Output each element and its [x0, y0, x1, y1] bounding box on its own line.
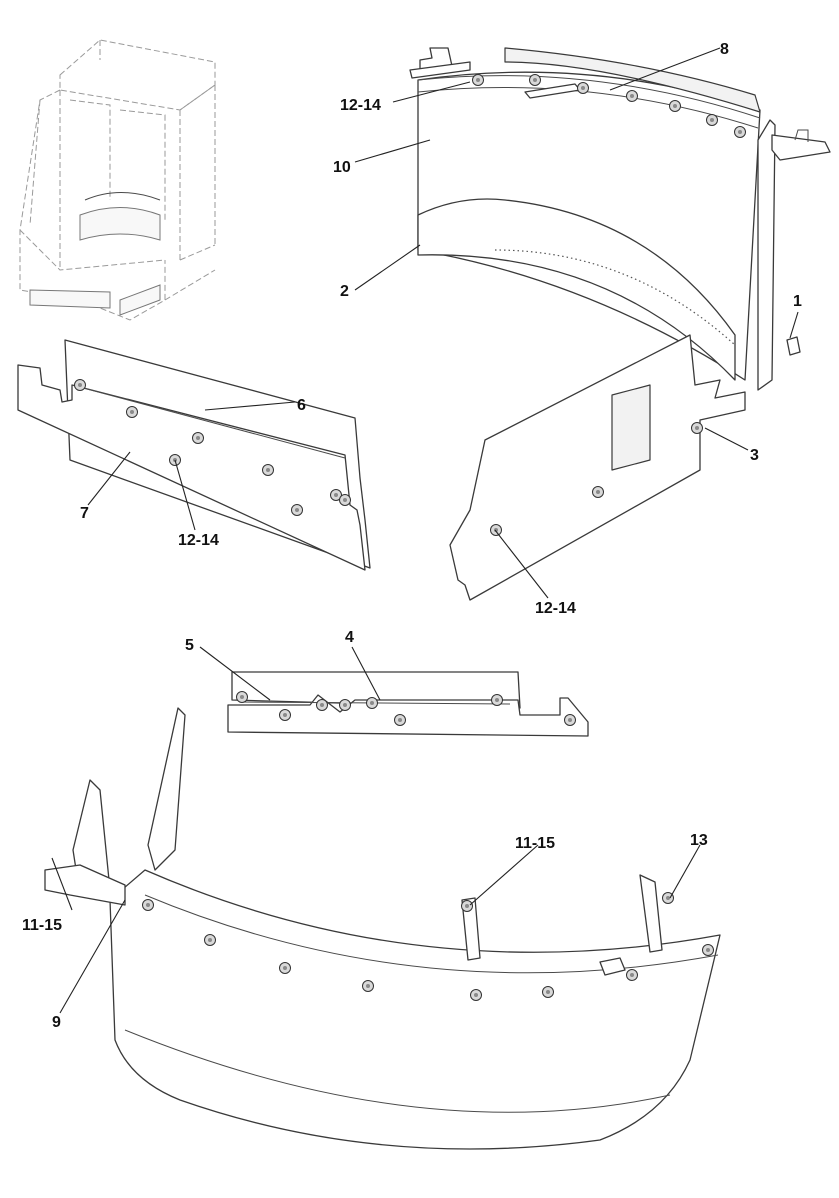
bolt-center	[465, 904, 469, 908]
bolt-center	[673, 104, 677, 108]
bolt-center	[266, 468, 270, 472]
label-6: 6	[297, 397, 306, 414]
label-11-15-mid: 11-15	[515, 835, 555, 852]
bolt-center	[398, 718, 402, 722]
label-13: 13	[690, 832, 708, 849]
bolt-center	[494, 528, 498, 532]
label-12-14-left: 12-14	[178, 532, 219, 549]
bolt-center	[476, 78, 480, 82]
bolt-center	[738, 130, 742, 134]
part-3-side-panel	[449, 334, 746, 601]
label-8: 8	[720, 41, 729, 58]
bolt-center	[295, 508, 299, 512]
part-9-front-panel	[44, 707, 721, 1150]
label-11-15-left: 11-15	[22, 917, 62, 934]
label-2: 2	[340, 283, 349, 300]
bolt-center	[343, 703, 347, 707]
label-12-14-top: 12-14	[340, 97, 381, 114]
bolt-center	[710, 118, 714, 122]
bolt-center	[240, 695, 244, 699]
label-9: 9	[52, 1014, 61, 1031]
part-1-bolt	[786, 336, 801, 356]
bolt-center	[283, 966, 287, 970]
bolt-center	[568, 718, 572, 722]
bolt-center	[706, 948, 710, 952]
bolt-center	[196, 436, 200, 440]
bolt-center	[546, 990, 550, 994]
bolt-center	[343, 498, 347, 502]
label-10: 10	[333, 159, 351, 176]
bolt-center	[366, 984, 370, 988]
bolt-center	[370, 701, 374, 705]
bolt-center	[78, 383, 82, 387]
bolt-center	[320, 703, 324, 707]
bolt-center	[495, 698, 499, 702]
part-4-5-strip	[227, 671, 589, 737]
bolt-center	[630, 94, 634, 98]
bolt-center	[146, 903, 150, 907]
bolt-center	[630, 973, 634, 977]
bolt-center	[130, 410, 134, 414]
cab-overview-inset	[19, 39, 216, 321]
label-4: 4	[345, 629, 354, 646]
bolt-center	[596, 490, 600, 494]
bolt-center	[334, 493, 338, 497]
leader-lines	[51, 47, 799, 1014]
label-12-14-right: 12-14	[535, 600, 576, 617]
label-3: 3	[750, 447, 759, 464]
bolt-center	[666, 896, 670, 900]
bolt-center	[533, 78, 537, 82]
bolt-center	[695, 426, 699, 430]
bolt-center	[208, 938, 212, 942]
label-7: 7	[80, 505, 89, 522]
fasteners	[74, 74, 801, 1001]
part-2-curved-panel	[417, 198, 736, 381]
bolt-center	[581, 86, 585, 90]
label-1: 1	[793, 293, 802, 310]
label-5: 5	[185, 637, 194, 654]
callout-labels: 1 2 3 4 5 6 7 8 9 10 12-14 12-14 12-14 1…	[22, 41, 802, 1031]
bolt-center	[474, 993, 478, 997]
bolt-center	[283, 713, 287, 717]
